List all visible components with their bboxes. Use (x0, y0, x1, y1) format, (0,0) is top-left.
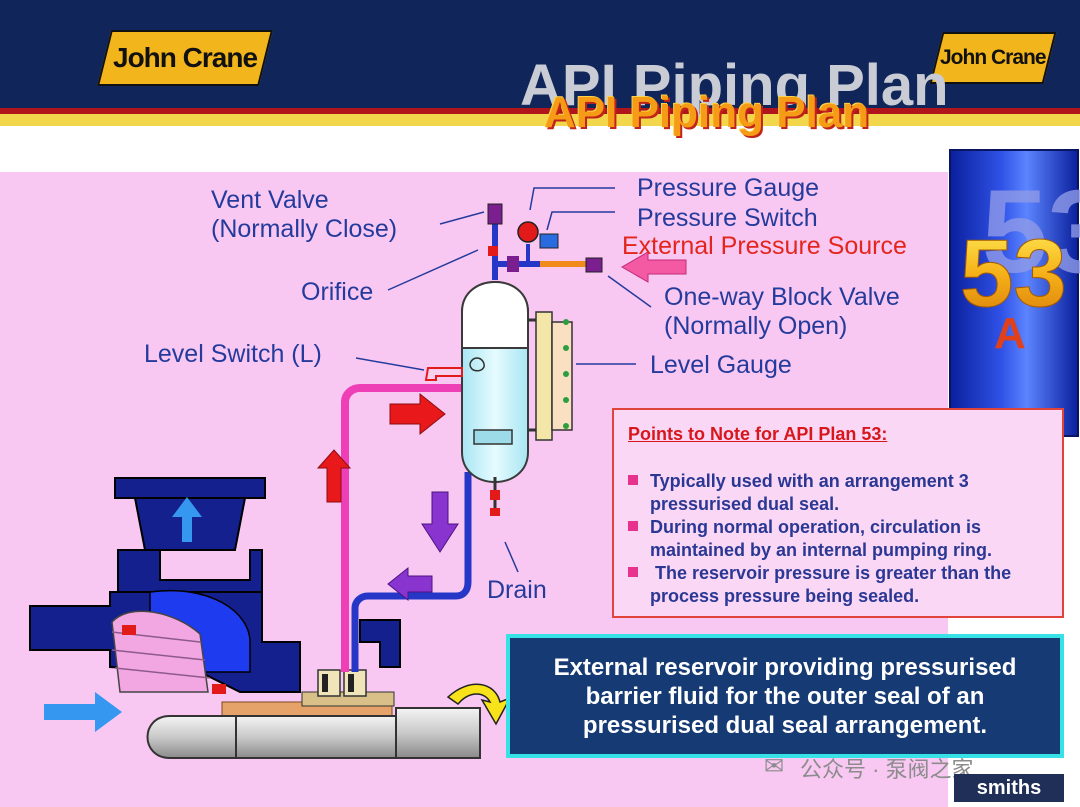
vent-valve-state-label: (Normally Close) (211, 215, 398, 243)
smiths-logo: smiths (954, 774, 1064, 802)
watermark-text: 公众号 · 泵阀之家 (800, 757, 974, 782)
header-gold-stripe (0, 114, 1080, 126)
note-bullet (628, 475, 638, 486)
note-item: During normal operation, circulation is … (628, 516, 1060, 562)
plan-number: 53 (960, 220, 1067, 327)
pressure-gauge-label: Pressure Gauge (637, 174, 820, 202)
logo-right-text: John Crane (940, 46, 1046, 69)
flow-arrow-down (421, 491, 459, 553)
orifice-label: Orifice (301, 278, 374, 306)
note-text: The reservoir pressure is greater than t… (650, 563, 1017, 606)
caption-box: External reservoir providing pressurised… (506, 634, 1064, 758)
block-valve-state-label: (Normally Open) (664, 312, 848, 340)
plan-number-shadow: 53 (982, 166, 1080, 298)
pressure-switch-label: Pressure Switch (637, 204, 818, 232)
pump-suction-arrow (44, 692, 122, 732)
logo-left-text: John Crane (112, 42, 258, 73)
note-bullet (628, 567, 638, 578)
flow-arrow-right (389, 392, 446, 436)
top-piping (487, 203, 603, 280)
wechat-icon: ✉ (764, 753, 785, 780)
flow-arrow-up (316, 449, 352, 503)
notes-title: Points to Note for API Plan 53: (628, 424, 888, 444)
john-crane-logo-left: John Crane (97, 30, 273, 86)
notes-box: Points to Note for API Plan 53: Typicall… (612, 408, 1064, 618)
dual-seal (301, 669, 395, 707)
note-bullet (628, 521, 638, 532)
external-source-arrow (620, 251, 687, 283)
note-item: The reservoir pressure is greater than t… (628, 562, 1050, 608)
barrier-return-line (351, 472, 472, 672)
level-switch (424, 367, 463, 381)
note-text: Typically used with an arrangement 3 pre… (650, 471, 969, 514)
page-title-shadow: API Piping Plan (520, 53, 949, 118)
level-gauge (528, 311, 573, 441)
page-title: API Piping Plan (544, 88, 870, 137)
shaft-rotation-arrow (446, 683, 512, 726)
note-item: Typically used with an arrangement 3 pre… (628, 470, 1040, 516)
label-leaders (355, 187, 652, 573)
title-strip (0, 126, 1080, 172)
pump-discharge-arrow (172, 497, 202, 542)
plan-number-panel: 53 53 A (949, 149, 1080, 437)
caption-text: External reservoir providing pressurised… (553, 653, 1017, 739)
block-valve-label: One-way Block Valve (664, 283, 900, 311)
flow-arrow-left (387, 566, 433, 602)
drain-label: Drain (487, 576, 547, 604)
vent-valve-label: Vent Valve (211, 186, 329, 214)
reservoir-vessel (461, 281, 529, 516)
barrier-supply-line (341, 384, 462, 672)
level-switch-label: Level Switch (L) (144, 340, 322, 368)
external-pressure-source-label: External Pressure Source (622, 232, 907, 260)
plan-53a-schematic (29, 187, 687, 759)
level-gauge-label: Level Gauge (650, 351, 792, 379)
plan-suffix: A (994, 309, 1026, 358)
note-text: During normal operation, circulation is … (650, 517, 993, 560)
header-red-stripe (0, 108, 1080, 114)
smiths-logo-text: smiths (976, 776, 1042, 799)
pump-shaft (146, 701, 481, 759)
